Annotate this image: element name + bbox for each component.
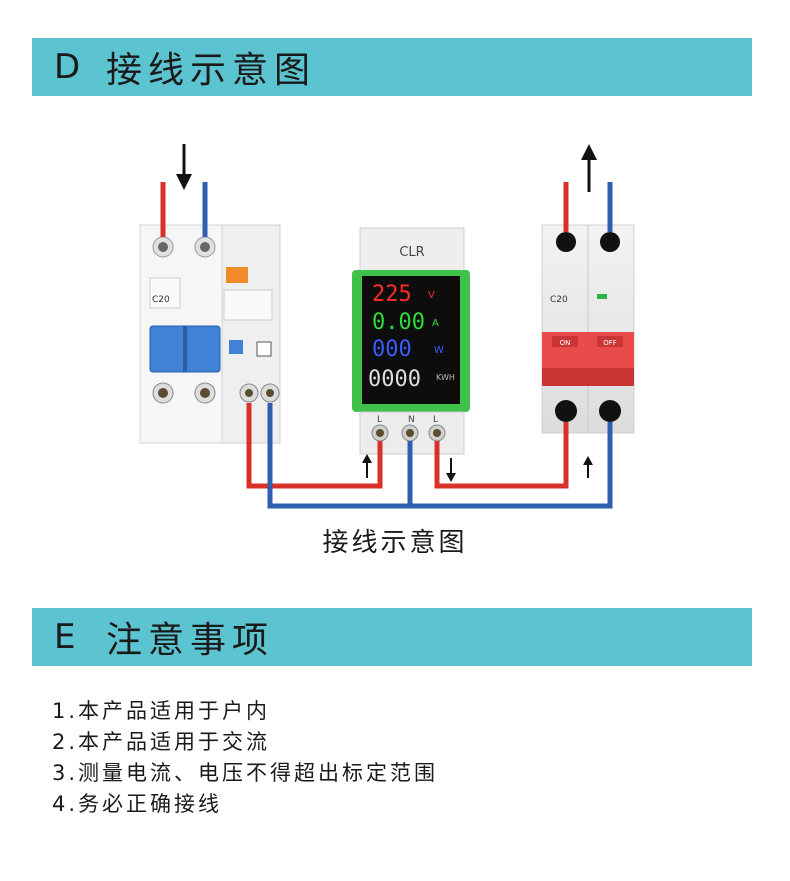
- right-breaker-off-label: OFF: [603, 339, 617, 347]
- note-item: 2.本产品适用于交流: [52, 730, 271, 754]
- energy-unit: KWH: [436, 373, 455, 382]
- section-d-banner: D 接线示意图: [32, 38, 752, 96]
- right-breaker-terminal: [600, 232, 620, 252]
- right-breaker-on-label: ON: [560, 339, 571, 347]
- left-breaker-rating: C20: [152, 295, 170, 305]
- note-item: 3.测量电流、电压不得超出标定范围: [52, 761, 439, 785]
- diagram-caption: 接线示意图: [322, 528, 468, 558]
- right-breaker-terminal: [556, 232, 576, 252]
- section-e-title: 注意事项: [106, 620, 275, 661]
- flow-down-arrow-icon: [446, 458, 456, 482]
- live-wire-to-meter: [246, 403, 383, 489]
- section-d-letter: D: [54, 47, 81, 87]
- power-unit: W: [434, 345, 444, 356]
- live-wire-to-breaker: [434, 422, 569, 489]
- right-breaker-terminal: [555, 400, 577, 422]
- left-breaker: C20: [139, 224, 281, 444]
- voltage-readout: 225: [372, 282, 412, 307]
- right-breaker: C20 ON OFF: [541, 224, 635, 434]
- meter-screen: [362, 276, 460, 404]
- terminal-label-l-out: L: [433, 415, 438, 425]
- terminal-label-l-in: L: [377, 415, 382, 425]
- power-readout: 000: [372, 337, 412, 362]
- energy-readout: 0000: [368, 367, 421, 392]
- note-item: 1.本产品适用于户内: [52, 699, 271, 723]
- section-e-letter: E: [54, 617, 76, 657]
- neutral-wire: [267, 403, 613, 509]
- energy-meter: CLR 225 V 0.00 A 000 W 0000 KWH L N L: [352, 227, 470, 455]
- current-readout: 0.00: [372, 310, 425, 335]
- current-unit: A: [432, 318, 439, 329]
- section-d-title: 接线示意图: [106, 50, 317, 91]
- flow-up-arrow-icon: [583, 456, 593, 478]
- section-e-banner: E 注意事项: [32, 608, 752, 666]
- right-breaker-terminal: [599, 400, 621, 422]
- notes-list: 1.本产品适用于户内 2.本产品适用于交流 3.测量电流、电压不得超出标定范围 …: [52, 696, 438, 820]
- wiring-diagram: C20 CLR 225 V 0.00 A 000 W 0000: [139, 144, 635, 509]
- meter-brand: CLR: [399, 245, 424, 260]
- input-arrow-icon: [176, 144, 192, 190]
- output-arrow-icon: [581, 144, 597, 192]
- right-breaker-rating: C20: [550, 295, 568, 305]
- terminal-label-n: N: [408, 415, 415, 425]
- note-item: 4.务必正确接线: [52, 792, 223, 816]
- flow-up-arrow-icon: [362, 454, 372, 478]
- voltage-unit: V: [428, 290, 435, 301]
- test-button: [226, 267, 248, 283]
